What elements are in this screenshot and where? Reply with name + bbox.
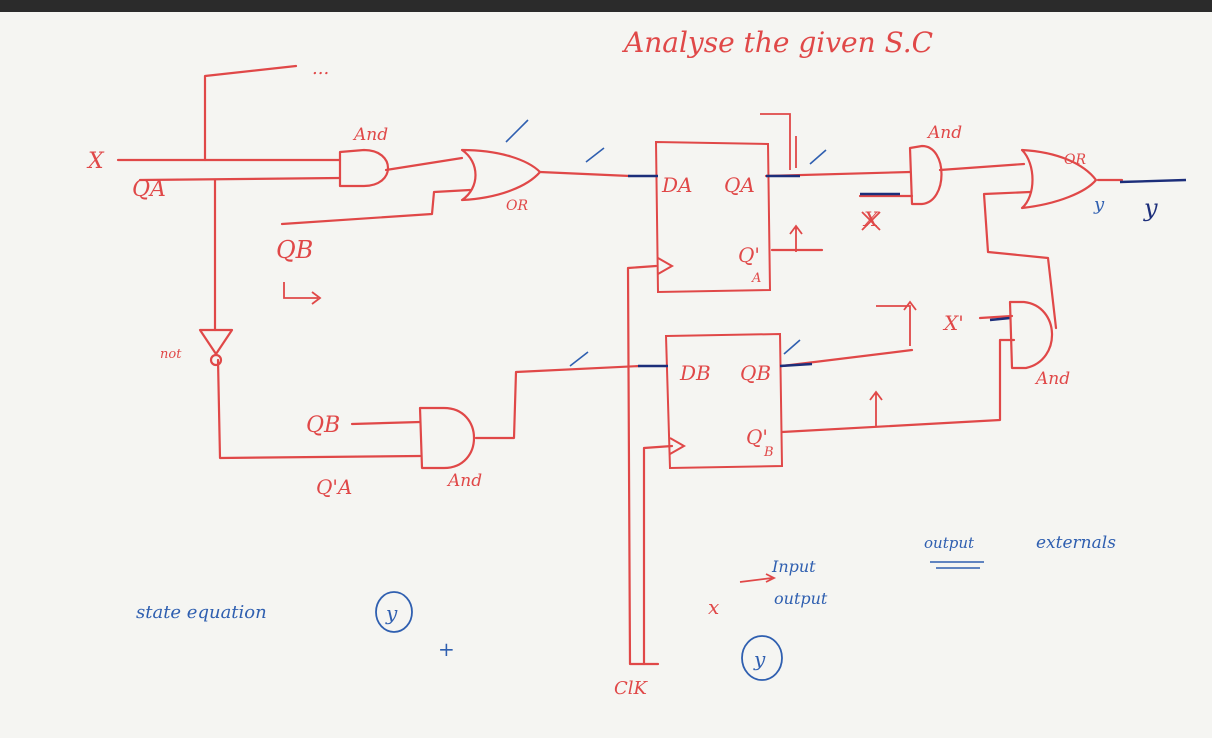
note-externals: externals: [1036, 533, 1116, 553]
not1-label: not: [160, 347, 182, 362]
y-output-stub: [1119, 178, 1187, 184]
flipflop-b: [664, 332, 784, 470]
and3-to-or2-wire: [938, 162, 1026, 172]
output-y1-label: y: [1093, 194, 1105, 215]
ffb-q-label: QB: [740, 361, 771, 385]
and1-gate: [338, 148, 390, 188]
qb-up-arrow: [876, 300, 917, 346]
blue-tick-marks: [505, 119, 984, 569]
whiteboard-top-edge: [0, 0, 1212, 12]
not-output-wire: [216, 358, 422, 460]
ffa-qn-label: Q': [738, 243, 760, 267]
x-cross: [861, 211, 881, 231]
xn-stub: [989, 316, 1011, 322]
qbn-to-and4-wire: [780, 338, 1016, 434]
qb2-input-label: QB: [306, 413, 340, 438]
note-x: x: [708, 595, 719, 619]
qbn-up-arrow: [869, 390, 883, 426]
note-output: output: [774, 589, 828, 608]
ffb-qn-label: Q': [746, 425, 768, 449]
diagram-title: Analyse the given S.C: [621, 26, 933, 59]
and3-label: And: [926, 123, 962, 143]
qb-to-or1-wire: [280, 188, 472, 226]
and1-label: And: [352, 125, 388, 145]
and1-to-or1-wire: [384, 156, 464, 172]
ffa-d-label: DA: [661, 173, 692, 197]
qb-to-and2-wire: [350, 420, 422, 426]
top-dots: ...: [312, 58, 329, 79]
not1-bubble: [209, 353, 223, 367]
qb-arrow-head: [311, 291, 322, 305]
note-plus: +: [438, 637, 455, 661]
and4-label: And: [1034, 369, 1070, 389]
and2-to-db-wire: [474, 364, 642, 440]
circle-y-bottom: [741, 635, 783, 681]
gates: [198, 144, 1098, 470]
and3-gate: [908, 144, 943, 206]
circle-y-left: [375, 591, 413, 633]
qb-input-label: QB: [276, 236, 313, 264]
qa-input-wire: [138, 176, 342, 182]
flipflop-b-clock-marker: [669, 437, 687, 455]
whiteboard: [0, 10, 1212, 738]
ffb-d-label: DB: [679, 361, 711, 385]
annotation-arrows: [283, 113, 917, 583]
qa-not-up-arrow: [789, 224, 803, 252]
xn-to-and4-wire: [978, 314, 1014, 320]
or2-label: OR: [1064, 152, 1086, 168]
qa-top-arrow: [760, 113, 791, 170]
qb-output-stub: [779, 362, 813, 368]
note-state-equation: state equation: [136, 602, 267, 623]
ffb-qn-sub: B: [763, 445, 774, 460]
circle-y-bottom-label: y: [753, 647, 766, 671]
clock-x-arrow: [739, 573, 777, 583]
ff-input-stubs: [628, 174, 1187, 368]
and2-gate: [418, 406, 476, 470]
clock-label: ClK: [614, 678, 649, 699]
circled-y-notes: [375, 591, 783, 681]
note-output2: output: [924, 534, 975, 552]
labels-red: X QA QB QB Q'A X X' And OR not And And O…: [86, 58, 1086, 699]
and4-gate: [1008, 300, 1054, 370]
x-right-label: X: [862, 207, 879, 231]
note-input: Input: [771, 557, 816, 576]
or1-to-da-wire: [538, 170, 632, 178]
qa-input-label: QA: [132, 177, 166, 202]
and4-to-or2-wire: [982, 190, 1058, 330]
ffa-qn-sub: A: [751, 271, 761, 286]
circle-y-left-label: y: [385, 601, 398, 625]
or2-gate: [1020, 148, 1098, 210]
and2-label: And: [446, 471, 482, 491]
output-y2-label: y: [1143, 194, 1158, 222]
clock-branch-wire: [642, 444, 674, 666]
qb-arrow: [283, 282, 318, 299]
ffa-q-label: QA: [724, 173, 755, 197]
not1-gate: [198, 328, 234, 356]
x-not-label: X': [942, 311, 964, 335]
top-feedback-wire: [203, 64, 298, 162]
circuit-wires: [116, 64, 1124, 666]
qa-not-label: Q'A: [316, 475, 352, 499]
labels-blue: y y Input output output externals state …: [136, 194, 1158, 661]
flipflop-a-clock-marker: [657, 257, 675, 275]
or1-gate: [460, 148, 542, 202]
or1-label: OR: [506, 198, 528, 214]
x-input-label: X: [86, 149, 105, 174]
flipflop-a: [654, 140, 772, 294]
